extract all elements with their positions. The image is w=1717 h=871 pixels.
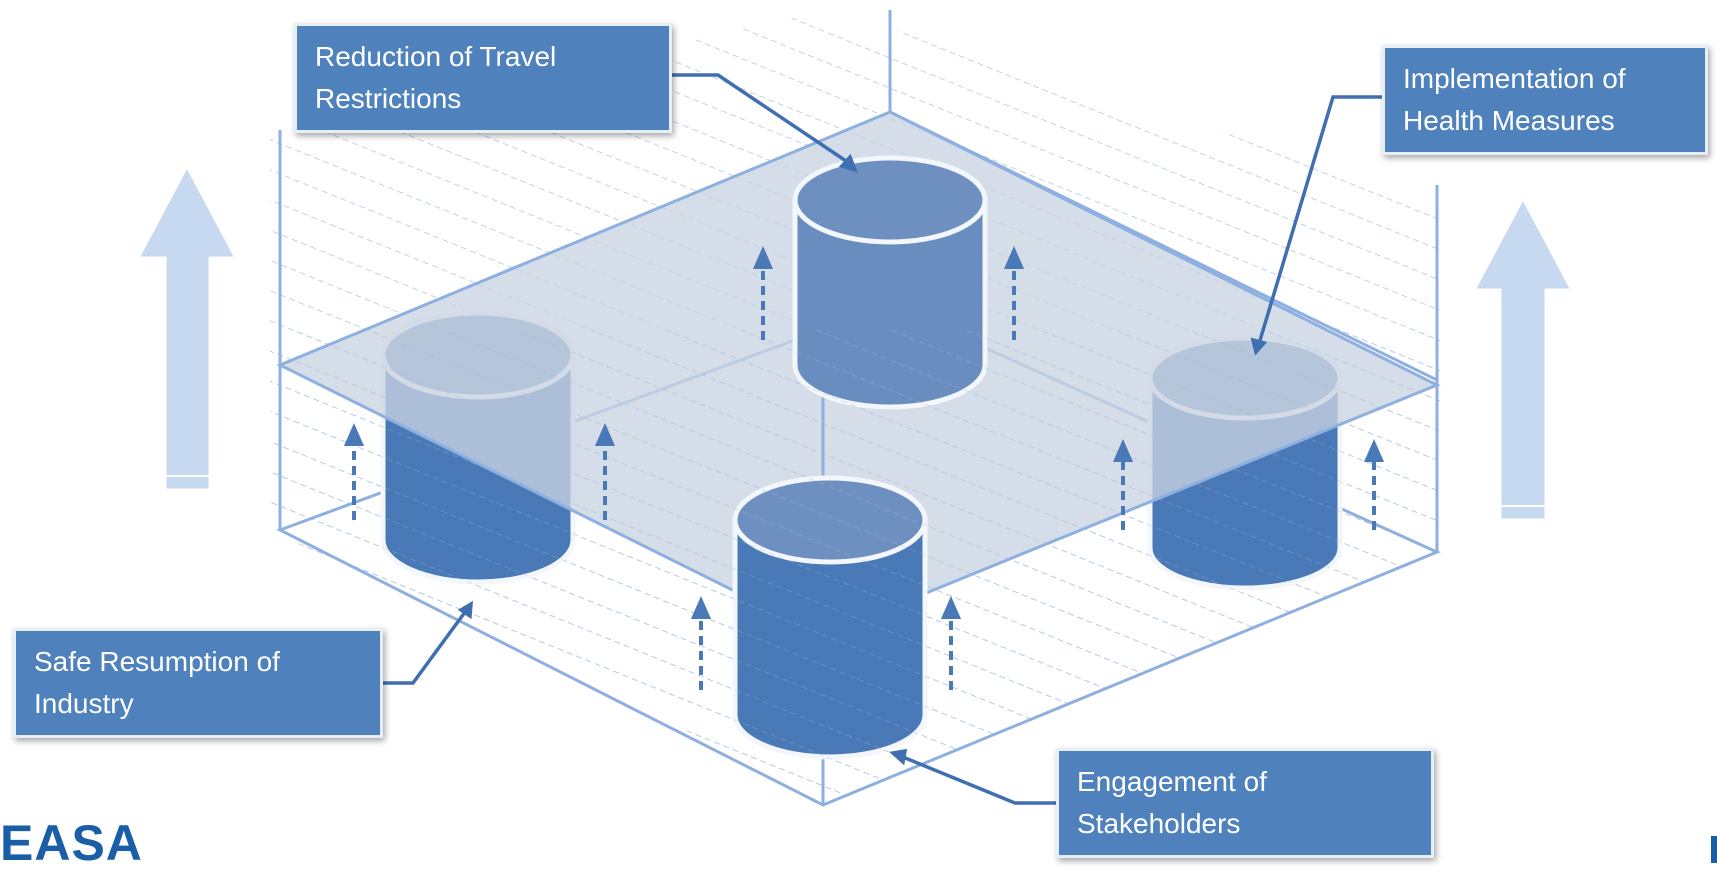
up-arrow-icon [1471,194,1575,522]
big-arrow-right [1471,194,1575,522]
up-arrow-icon [1003,246,1025,340]
easa-logo: EASA [0,815,143,871]
up-arrow-icon [1112,439,1134,530]
label-engagement-of-stakeholders: Engagement of Stakeholders [1056,748,1434,858]
connector-health [1256,95,1385,348]
big-arrow-left [135,162,239,492]
small-dashed-arrows [343,246,1385,690]
up-arrow-icon [343,423,365,520]
up-arrow-icon [135,162,239,492]
label-text: Safe Resumption of Industry [34,646,280,719]
connector-engagement [897,753,1058,805]
up-arrow-icon [594,423,616,520]
label-reduction-of-travel-restrictions: Reduction of Travel Restrictions [294,23,672,133]
up-arrow-icon [690,596,712,690]
up-arrow-icon [1363,439,1385,530]
connector-reduction [672,73,853,167]
label-safe-resumption-of-industry: Safe Resumption of Industry [13,628,383,738]
up-arrow-icon [752,246,774,340]
connector-resumption [380,606,470,685]
label-text: Reduction of Travel Restrictions [315,41,557,114]
connector-lines [380,73,1385,805]
corner-mark [1711,836,1717,863]
label-implementation-of-health-measures: Implementation of Health Measures [1382,45,1708,155]
label-text: Implementation of Health Measures [1403,63,1626,136]
up-arrow-icon [940,596,962,690]
hatch-overlay [270,330,1440,800]
label-text: Engagement of Stakeholders [1077,766,1267,839]
